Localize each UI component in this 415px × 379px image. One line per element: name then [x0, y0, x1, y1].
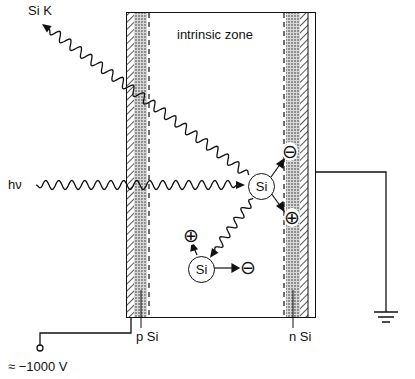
atom-label: Si — [196, 262, 208, 277]
ground-symbol — [382, 321, 390, 323]
zone-label: intrinsic zone — [177, 27, 253, 42]
n-layer — [286, 13, 300, 317]
photon-wave — [36, 181, 237, 190]
leader-line — [293, 290, 294, 328]
fluorescence-wave — [49, 29, 250, 175]
secondary-photon — [210, 198, 253, 257]
ground-wire — [316, 172, 386, 312]
electrode-hatch — [127, 13, 134, 317]
voltage-label: ≈ −1000 V — [8, 360, 68, 373]
p-layer — [134, 13, 147, 317]
charge-symbol: ⊕ — [284, 208, 300, 227]
charge-symbol: ⊕ — [183, 226, 199, 245]
layer-border — [308, 13, 309, 317]
charge-symbol: ⊖ — [282, 142, 298, 161]
bias-wire — [40, 318, 131, 345]
atom-circle: Si — [248, 173, 275, 200]
charge-arrows — [191, 159, 284, 272]
ground-symbol — [378, 316, 394, 318]
charge-symbol: ⊖ — [240, 258, 256, 277]
layer-label: n Si — [289, 330, 311, 343]
ground-symbol — [374, 311, 398, 313]
atom-circle: Si — [188, 256, 215, 283]
atom-label: Si — [256, 179, 268, 194]
arrow-head — [42, 24, 52, 33]
arrow-head — [236, 181, 245, 189]
depletion-edge — [148, 13, 149, 317]
photon-label: hν — [8, 178, 22, 191]
line-label: Si K — [28, 4, 52, 17]
layer-label: p Si — [136, 330, 158, 343]
arrow-head — [210, 248, 219, 258]
detector-body: intrinsic zoneSiSi — [126, 12, 316, 318]
electrode-hatch — [300, 13, 308, 317]
terminal — [37, 345, 43, 351]
leader-line — [141, 290, 142, 328]
